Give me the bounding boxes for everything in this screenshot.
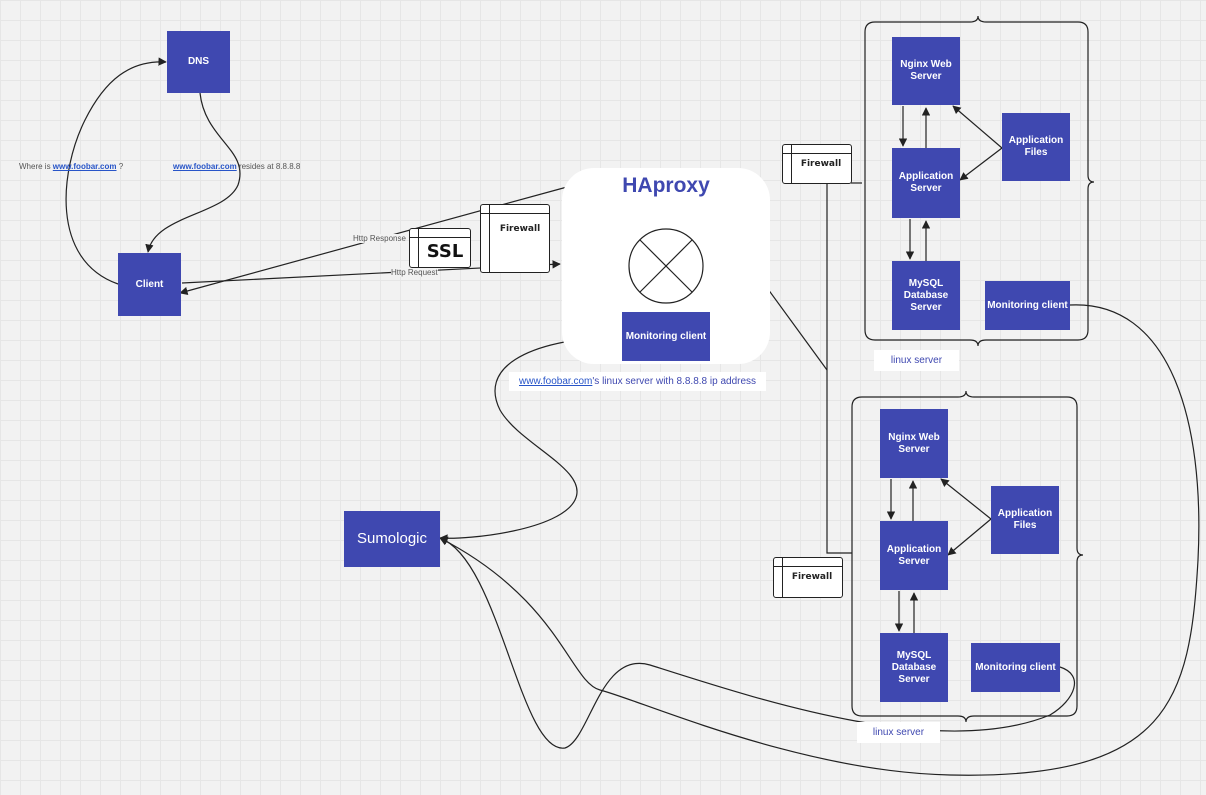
server1-monitoring-client[interactable]: Monitoring client	[985, 281, 1070, 330]
server1-brace	[864, 15, 1095, 347]
foobar-link[interactable]: www.foobar.com	[519, 376, 593, 387]
firewall-haproxy[interactable]: Firewall	[480, 204, 550, 273]
s2-files-nginx-edge	[940, 478, 992, 520]
s1-files-nginx-edge	[952, 105, 1003, 149]
s1-files-app-edge	[959, 147, 1003, 181]
ssl-label: SSL	[426, 241, 464, 262]
server2-nginx-web-server[interactable]: Nginx Web Server	[880, 409, 948, 478]
server2-mysql-database-server[interactable]: MySQL Database Server	[880, 633, 948, 702]
http-request-label: Http Request	[391, 268, 438, 277]
firewall-server2[interactable]: Firewall	[773, 557, 843, 598]
firewall-trunk-edge	[826, 183, 852, 554]
server1-mysql-database-server[interactable]: MySQL Database Server	[892, 261, 960, 330]
haproxy-monitoring-client[interactable]: Monitoring client	[622, 312, 710, 361]
firewall-label: Firewall	[800, 159, 842, 169]
dns-answer-edge	[145, 92, 241, 253]
server2-application-files[interactable]: Application Files	[991, 486, 1059, 554]
dns-query-label: Where is www.foobar.com ?	[19, 162, 124, 171]
sumologic-node[interactable]: Sumologic	[344, 511, 440, 567]
server1-caption: linux server	[874, 350, 959, 371]
client-node[interactable]: Client	[118, 253, 181, 316]
server2-monitoring-client[interactable]: Monitoring client	[971, 643, 1060, 692]
haproxy-caption: www.foobar.com's linux server with 8.8.8…	[509, 372, 767, 391]
dns-answer-label: www.foobar.com resides at 8.8.8.8	[173, 162, 301, 171]
foobar-link[interactable]: www.foobar.com	[52, 162, 117, 171]
dns-node[interactable]: DNS	[167, 31, 230, 93]
http-response-label: Http Response	[353, 234, 406, 243]
server1-monitoring-edge	[439, 304, 1200, 776]
server2-caption: linux server	[857, 722, 940, 743]
s2-files-app-edge	[947, 518, 992, 556]
firewall-label: Firewall	[791, 572, 833, 582]
server1-nginx-web-server[interactable]: Nginx Web Server	[892, 37, 960, 105]
dns-query-edge	[65, 57, 167, 285]
haproxy-monitoring-edge	[439, 335, 623, 543]
server1-application-server[interactable]: Application Server	[892, 148, 960, 218]
ssl-certificate[interactable]: SSL	[409, 228, 471, 268]
firewall-server1[interactable]: Firewall	[782, 144, 852, 184]
server2-monitoring-edge	[439, 536, 1076, 749]
firewall-label: Firewall	[499, 224, 541, 234]
server1-application-files[interactable]: Application Files	[1002, 113, 1070, 181]
server2-application-server[interactable]: Application Server	[880, 521, 948, 590]
haproxy-title: HAproxy	[622, 174, 710, 197]
server2-brace	[851, 390, 1084, 723]
load-balancer-icon	[628, 228, 704, 304]
foobar-link[interactable]: www.foobar.com	[173, 162, 237, 171]
